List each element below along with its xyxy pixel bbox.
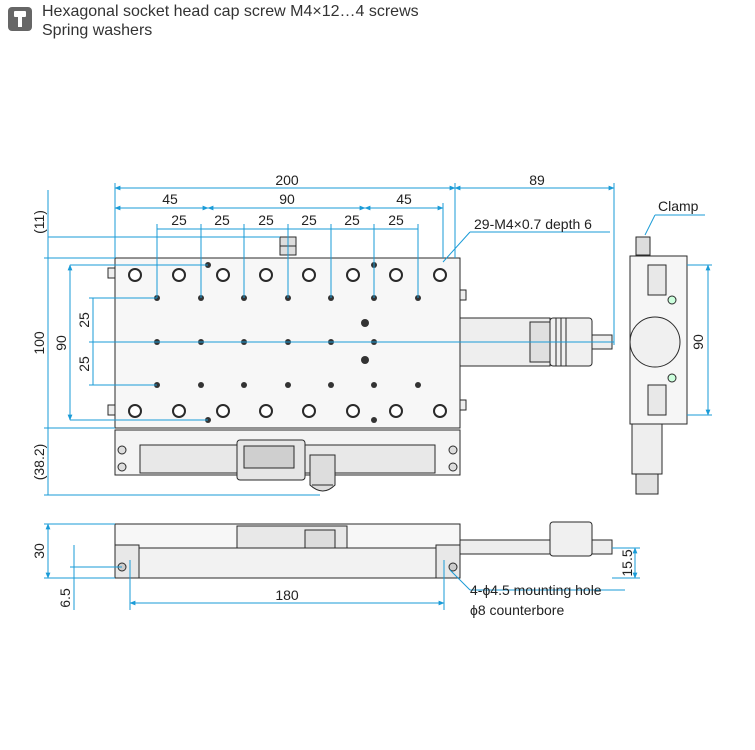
dim-seg-45-left: 45 — [162, 191, 178, 207]
dim-pitch-25: 25 — [258, 212, 274, 228]
dim-pitch-25: 25 — [344, 212, 360, 228]
top-view — [107, 236, 613, 492]
label-tapped-holes: 29-M4×0.7 depth 6 — [474, 216, 592, 232]
header-line-screws: Hexagonal socket head cap screw M4×12…4 … — [42, 3, 419, 20]
side-view — [629, 236, 688, 495]
front-view — [114, 521, 613, 579]
dim-seg-90: 90 — [279, 191, 295, 207]
dim-front-180: 180 — [275, 587, 299, 603]
dim-height-90-left: 90 — [53, 335, 69, 351]
label-counterbore: ϕ8 counterbore — [470, 602, 564, 618]
dim-height-100: 100 — [31, 331, 47, 355]
dim-right-extent: 89 — [529, 172, 545, 188]
micrometer-end — [629, 316, 681, 368]
dim-front-height-30: 30 — [31, 543, 47, 559]
dim-front-15-5: 15.5 — [619, 549, 635, 576]
dim-front-6-5: 6.5 — [57, 588, 73, 608]
screw-info-icon — [8, 7, 32, 31]
dim-top-offset: (11) — [31, 210, 47, 234]
dim-bottom-extent: (38.2) — [31, 444, 47, 481]
dim-side-90: 90 — [690, 334, 706, 350]
header-line-washers: Spring washers — [42, 22, 153, 39]
dim-pitch-25: 25 — [171, 212, 187, 228]
label-mounting-hole: 4-ϕ4.5 mounting hole — [470, 582, 602, 598]
dimension-lines — [44, 183, 712, 610]
dim-pitch-25-v-upper: 25 — [76, 312, 92, 328]
dim-overall-width: 200 — [275, 172, 299, 188]
label-clamp: Clamp — [658, 198, 699, 214]
dim-pitch-25-v-lower: 25 — [76, 356, 92, 372]
dim-seg-45-right: 45 — [396, 191, 412, 207]
dim-pitch-25: 25 — [301, 212, 317, 228]
dim-pitch-25: 25 — [388, 212, 404, 228]
dim-pitch-25: 25 — [214, 212, 230, 228]
